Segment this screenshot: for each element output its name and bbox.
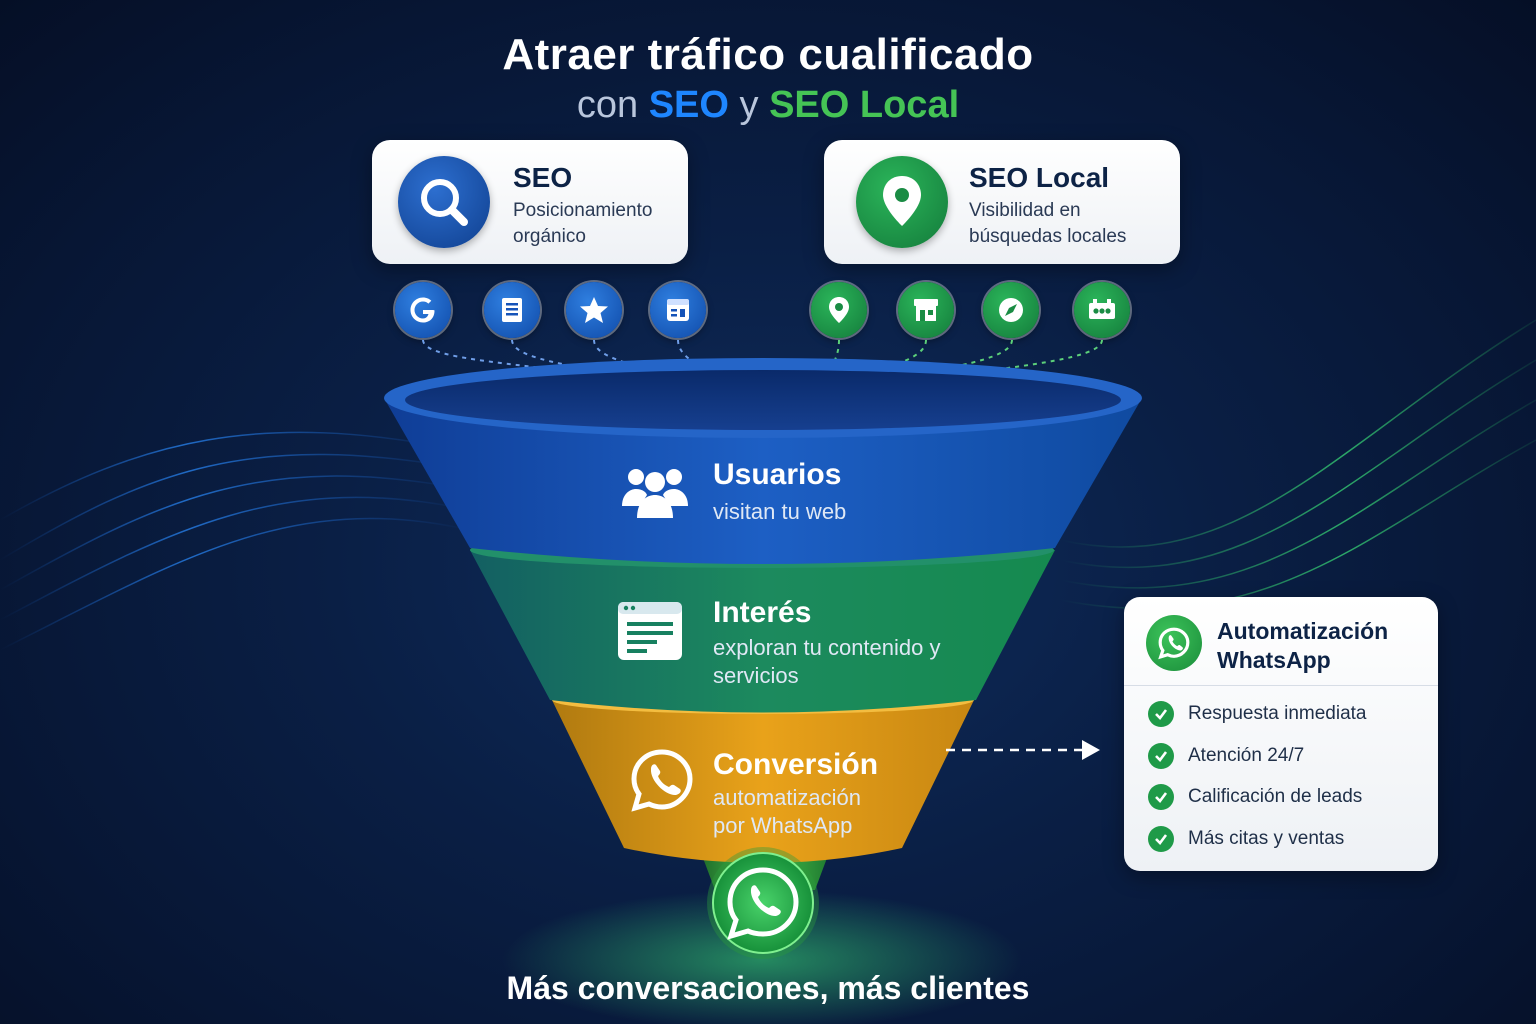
whatsapp-icon xyxy=(630,748,694,817)
funnel-stage-users: Usuarios visitan tu web xyxy=(713,458,846,526)
browser-content-icon xyxy=(616,600,684,667)
stage-subtitle: automatización por WhatsApp xyxy=(713,785,861,838)
subtitle-local: SEO Local xyxy=(769,84,960,126)
list-item: Calificación de leads xyxy=(1148,784,1362,810)
check-icon xyxy=(1148,701,1174,727)
calendar-icon xyxy=(650,282,706,338)
panel-title: Automatización WhatsApp xyxy=(1217,618,1389,673)
rating-icon xyxy=(1074,282,1130,338)
map-pin-icon xyxy=(856,156,948,248)
whatsapp-automation-panel: Automatización WhatsApp Respuesta inmedi… xyxy=(1124,597,1438,871)
whatsapp-icon xyxy=(1146,615,1202,671)
list-item-label: Respuesta inmediata xyxy=(1188,703,1367,724)
subtitle-seo: SEO xyxy=(648,84,729,126)
users-icon xyxy=(620,462,690,525)
list-item-label: Más citas y ventas xyxy=(1188,828,1345,849)
list-item: Respuesta inmediata xyxy=(1148,701,1367,727)
subtitle-mid: y xyxy=(739,84,759,126)
google-icon xyxy=(395,282,451,338)
seo-card-desc: Posicionamiento orgánico xyxy=(513,200,653,247)
page-title: Atraer tráfico cualificado xyxy=(502,30,1034,79)
check-icon xyxy=(1148,826,1174,852)
funnel-stage-interest: Interés exploran tu contenido y servicio… xyxy=(713,596,953,690)
whatsapp-bottom-icon xyxy=(727,867,799,940)
divider xyxy=(1124,685,1438,686)
map-pin-icon xyxy=(811,282,867,338)
check-icon xyxy=(1148,784,1174,810)
star-icon xyxy=(566,282,622,338)
stage-title: Conversión xyxy=(713,748,879,781)
list-item: Atención 24/7 xyxy=(1148,743,1304,769)
seo-card-title: SEO xyxy=(513,162,573,193)
seo-card: SEO Posicionamiento orgánico xyxy=(372,140,688,264)
stage-title: Interés xyxy=(713,596,812,629)
seo-local-card-title: SEO Local xyxy=(969,162,1110,193)
storefront-icon xyxy=(898,282,954,338)
page-subtitle: con SEO y SEO Local xyxy=(0,84,1536,127)
document-icon xyxy=(484,282,540,338)
funnel-stage-conversion: Conversión automatización por WhatsApp xyxy=(713,748,883,840)
footer-tagline: Más conversaciones, más clientes xyxy=(506,970,1030,1006)
search-icon xyxy=(398,156,490,248)
list-item: Más citas y ventas xyxy=(1148,826,1344,852)
list-item-label: Atención 24/7 xyxy=(1188,745,1305,766)
seo-local-card-desc: Visibilidad en búsquedas locales xyxy=(969,200,1127,247)
stage-subtitle: visitan tu web xyxy=(713,499,847,524)
compass-icon xyxy=(983,282,1039,338)
list-item-label: Calificación de leads xyxy=(1188,786,1363,807)
subtitle-pre: con xyxy=(576,84,639,126)
seo-local-card: SEO Local Visibilidad en búsquedas local… xyxy=(824,140,1180,264)
check-icon xyxy=(1148,743,1174,769)
stage-title: Usuarios xyxy=(713,458,842,491)
stage-subtitle: exploran tu contenido y servicios xyxy=(713,635,941,688)
